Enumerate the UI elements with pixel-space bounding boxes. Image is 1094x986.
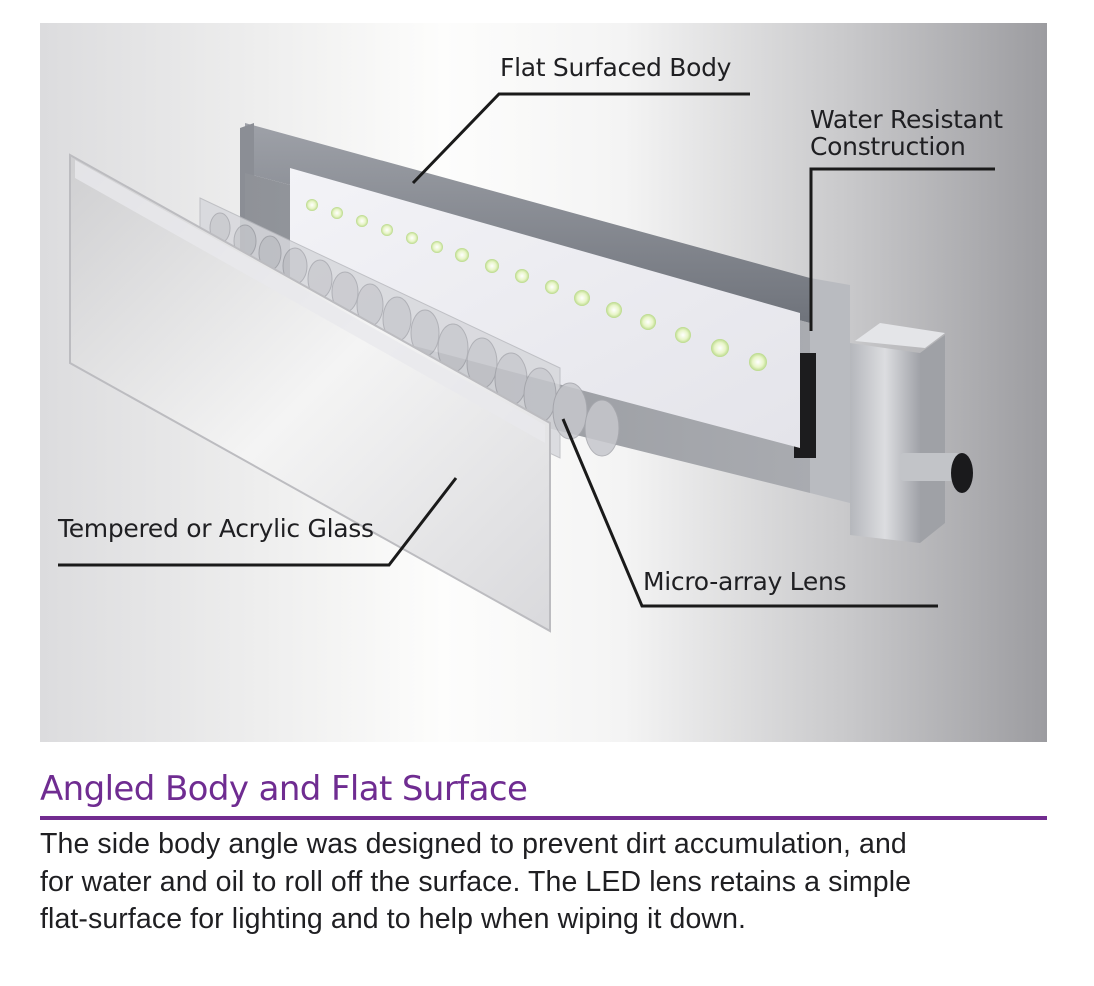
callout-water-resistant-line1: Water Resistant [810,105,1003,134]
callout-flat-surfaced-body: Flat Surfaced Body [500,53,732,82]
body-line: for water and oil to roll off the surfac… [40,865,912,898]
heading-divider [40,816,1047,820]
callout-micro-array-lens: Micro-array Lens [643,567,847,596]
callout-tempered-glass: Tempered or Acrylic Glass [58,514,374,543]
section-heading: Angled Body and Flat Surface [40,769,528,809]
end-cap-connector [850,323,973,543]
product-illustration: Flat Surfaced Body Water Resistant Const… [40,23,1047,742]
section-body: The side body angle was designed to prev… [40,826,1050,939]
body-line: flat-surface for lighting and to help wh… [40,903,747,935]
body-line: The side body angle was designed to prev… [40,828,907,860]
callout-water-resistant-line2: Construction [810,132,966,161]
led-array [306,199,767,371]
